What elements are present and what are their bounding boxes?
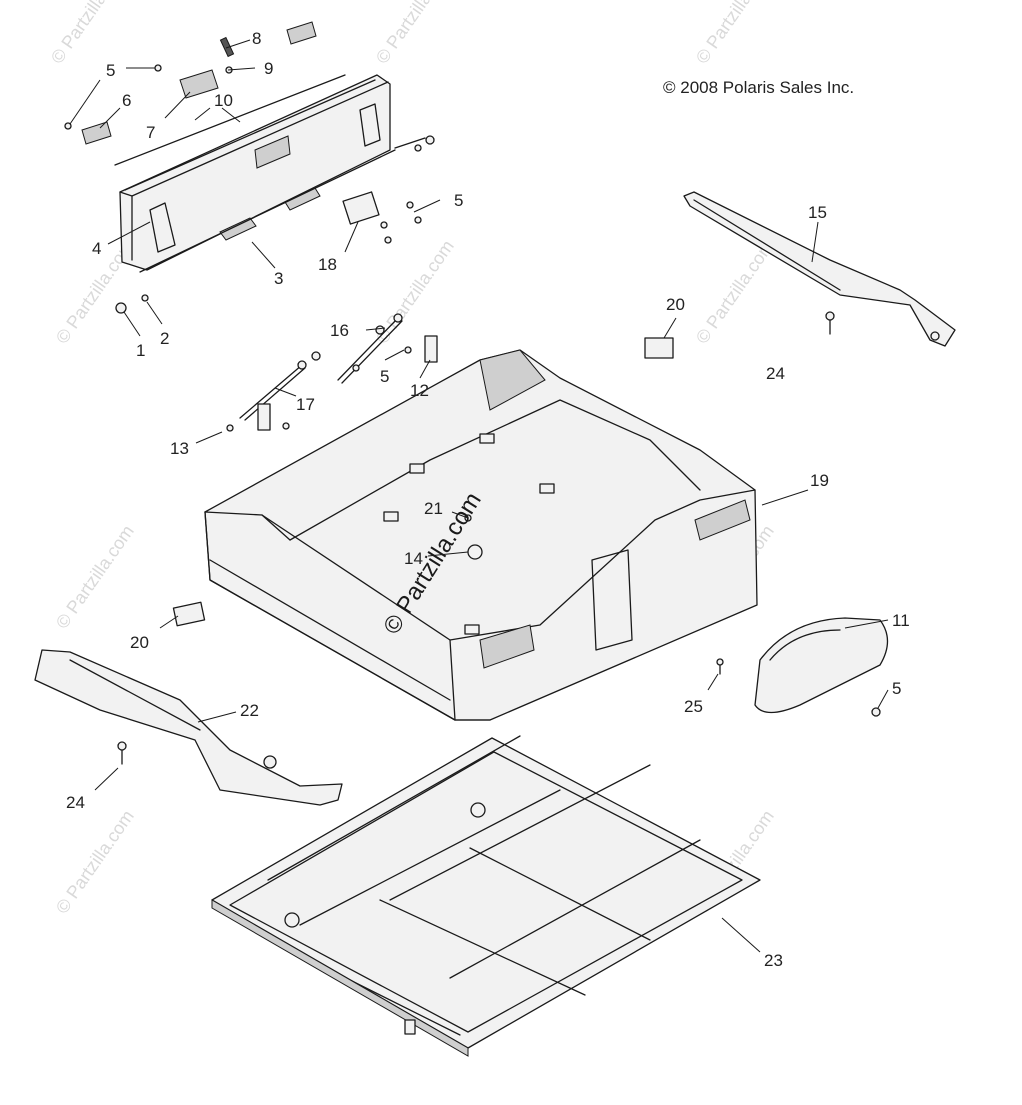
callout-12: 12 — [410, 381, 429, 400]
callout-5: 5 — [380, 367, 389, 386]
side-panel-part — [754, 617, 889, 714]
callout-9: 9 — [264, 59, 273, 78]
watermark: © Partzilla.com — [47, 0, 133, 67]
frame-part — [211, 735, 761, 1057]
watermark: © Partzilla.com — [52, 806, 138, 917]
callout-24: 24 — [66, 793, 85, 812]
bolts-part — [117, 311, 881, 765]
callout-8: 8 — [252, 29, 261, 48]
callout-19: 19 — [810, 471, 829, 490]
watermark: © Partzilla.com — [692, 0, 778, 67]
callout-10: 10 — [214, 91, 233, 110]
tailgate-part — [114, 74, 435, 273]
callout-22: 22 — [240, 701, 259, 720]
cargo-box-part — [204, 349, 758, 721]
callout-23: 23 — [764, 951, 783, 970]
callout-16: 16 — [330, 321, 349, 340]
decal-20-part — [644, 337, 674, 359]
callout-6: 6 — [122, 91, 131, 110]
watermark: © Partzilla.com — [372, 236, 458, 347]
decal-20b-part — [172, 601, 206, 627]
callout-24: 24 — [766, 364, 785, 383]
callout-5: 5 — [892, 679, 901, 698]
callout-4: 4 — [92, 239, 101, 258]
callout-25: 25 — [684, 697, 703, 716]
callout-17: 17 — [296, 395, 315, 414]
leader-lines — [69, 39, 889, 953]
callout-11: 11 — [892, 611, 910, 630]
callout-18: 18 — [318, 255, 337, 274]
callout-labels: 1 2 3 4 5 5 5 5 5 6 7 8 9 10 11 12 13 14… — [66, 29, 910, 970]
tailgate-straps — [226, 313, 438, 432]
callout-14: 14 — [404, 549, 423, 568]
callout-7: 7 — [146, 123, 155, 142]
callout-21: 21 — [424, 499, 443, 518]
callout-5: 5 — [454, 191, 463, 210]
tailgate-hardware — [64, 21, 422, 314]
callout-5: 5 — [106, 61, 115, 80]
watermark: © Partzilla.com — [52, 521, 138, 632]
callout-1: 1 — [136, 341, 145, 360]
copyright-notice: © 2008 Polaris Sales Inc. — [663, 78, 855, 97]
right-rail-part — [683, 191, 956, 347]
callout-20: 20 — [130, 633, 149, 652]
callout-2: 2 — [160, 329, 169, 348]
callout-20: 20 — [666, 295, 685, 314]
watermark: © Partzilla.com — [692, 236, 778, 347]
callout-3: 3 — [274, 269, 283, 288]
callout-13: 13 — [170, 439, 189, 458]
callout-15: 15 — [808, 203, 827, 222]
watermark: © Partzilla.com — [372, 0, 458, 67]
left-rail-part — [34, 649, 343, 806]
